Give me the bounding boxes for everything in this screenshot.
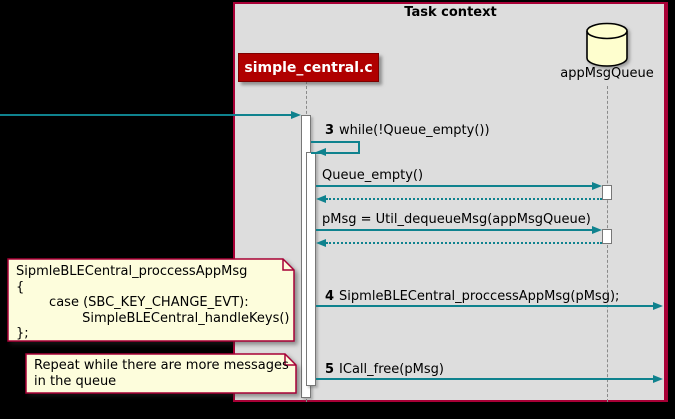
dequeue-return-line bbox=[326, 242, 602, 244]
dequeue-arrow-head bbox=[592, 226, 602, 234]
queue-empty-arrow-head bbox=[592, 182, 602, 190]
note-body bbox=[7, 258, 295, 342]
message-dequeue: pMsg = Util_dequeueMsg(appMsgQueue) bbox=[322, 212, 591, 227]
message-label: while(!Queue_empty()) bbox=[339, 123, 490, 138]
process-arrow-head bbox=[653, 302, 663, 310]
activation-queue-1 bbox=[602, 185, 612, 200]
queue-empty-arrow-line bbox=[316, 185, 593, 187]
message-label: ICall_free(pMsg) bbox=[339, 362, 444, 377]
incoming-arrow-head bbox=[291, 111, 301, 119]
message-number: 4 bbox=[325, 289, 335, 304]
self-message-arrow-head bbox=[316, 148, 326, 156]
dequeue-arrow-line bbox=[316, 229, 593, 231]
queue-empty-return-line bbox=[326, 198, 602, 200]
self-message-loop bbox=[311, 141, 360, 154]
database-icon bbox=[585, 22, 629, 72]
icall-free-arrow-line bbox=[316, 378, 654, 380]
message-label: Queue_empty() bbox=[322, 168, 424, 183]
note-text: SipmleBLECentral_proccessAppMsg { case (… bbox=[16, 264, 290, 341]
participant-simple-central: simple_central.c bbox=[238, 53, 379, 82]
message-while-loop: 3 while(!Queue_empty()) bbox=[325, 123, 490, 138]
lifeline-appmsgqueue bbox=[607, 86, 608, 402]
note-process-app-msg: SipmleBLECentral_proccessAppMsg { case (… bbox=[7, 258, 295, 342]
note-body bbox=[25, 353, 297, 394]
message-label: SipmleBLECentral_proccessAppMsg(pMsg); bbox=[339, 289, 620, 304]
activation-queue-2 bbox=[602, 229, 612, 244]
message-icall-free: 5 ICall_free(pMsg) bbox=[325, 362, 444, 377]
note-fold-icon bbox=[284, 354, 296, 366]
participant-appmsgqueue-label: appMsgQueue bbox=[560, 66, 654, 81]
note-fold-icon bbox=[282, 259, 294, 271]
note-repeat: Repeat while there are more messages in … bbox=[25, 353, 297, 394]
dequeue-return-head bbox=[316, 239, 326, 247]
frame-title: Task context bbox=[404, 5, 497, 20]
queue-empty-return-head bbox=[316, 195, 326, 203]
message-number: 3 bbox=[325, 123, 335, 138]
incoming-arrow-line bbox=[0, 114, 292, 116]
message-number: 5 bbox=[325, 362, 335, 377]
message-label: pMsg = Util_dequeueMsg(appMsgQueue) bbox=[322, 212, 591, 227]
note-text: Repeat while there are more messages in … bbox=[34, 358, 289, 389]
message-queue-empty: Queue_empty() bbox=[322, 168, 423, 183]
icall-free-arrow-head bbox=[653, 375, 663, 383]
activation-inner bbox=[306, 152, 316, 386]
process-arrow-line bbox=[316, 305, 654, 307]
message-process-app-msg: 4 SipmleBLECentral_proccessAppMsg(pMsg); bbox=[325, 289, 619, 304]
participant-simple-central-label: simple_central.c bbox=[244, 59, 373, 76]
